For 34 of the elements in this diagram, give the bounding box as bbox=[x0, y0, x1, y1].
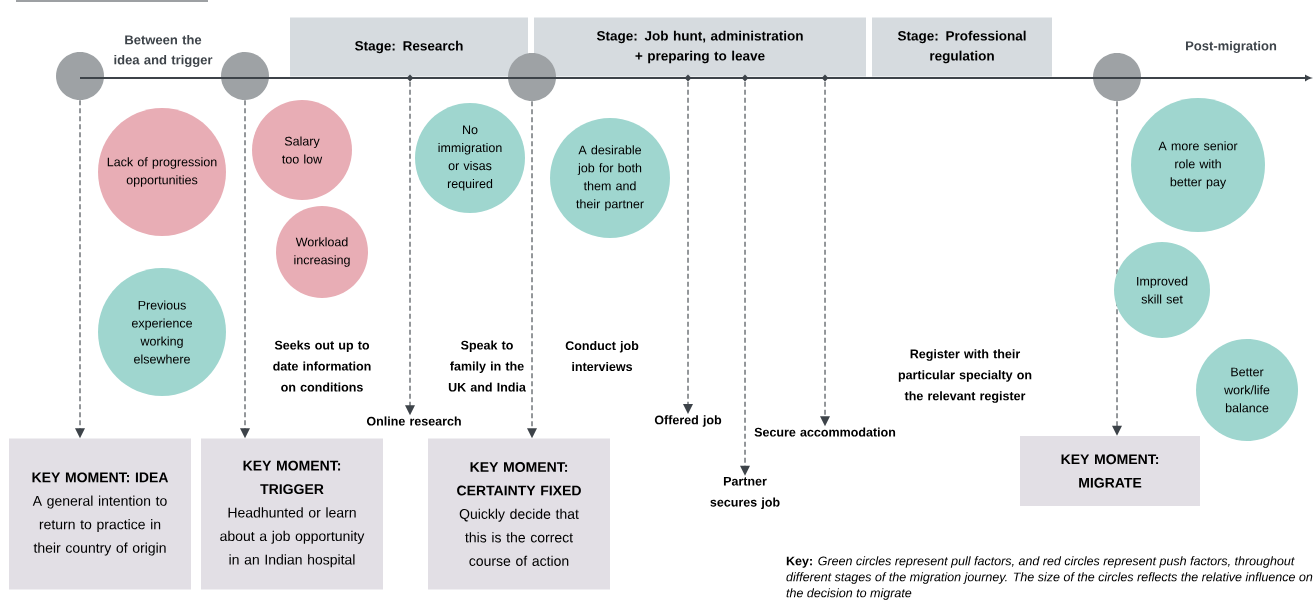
timeline-point bbox=[684, 74, 692, 82]
key-moment-box: KEY MOMENT: CERTAINTY FIXED Quickly decide that this is the correct course of action bbox=[428, 438, 610, 590]
dashed-arrow bbox=[740, 81, 750, 476]
stage-band: Stage: Professional regulation bbox=[872, 17, 1052, 77]
key-moment-box: KEY MOMENT: IDEA A general intention to return to practice in their country of origin bbox=[9, 438, 191, 590]
dashed-arrow bbox=[1112, 100, 1122, 436]
timeline-point bbox=[406, 74, 414, 82]
step-text: Speak to family in the UK and India bbox=[448, 340, 526, 392]
timeline-marker bbox=[56, 52, 104, 100]
step-text: Offered job bbox=[654, 415, 722, 427]
dashed-arrow bbox=[683, 81, 693, 414]
step-text: Seeks out up to date information on conditions bbox=[273, 340, 371, 392]
timeline-point bbox=[741, 74, 749, 82]
stage-band: Stage: Research bbox=[290, 17, 528, 77]
dashed-arrow bbox=[820, 81, 830, 427]
dashed-arrow bbox=[405, 81, 415, 416]
key-note: Key: Green circles represent pull factors, and red circles represent push factors, throughout different stages of the migration journey. The size of the circles reflects the relative influence on the decision to migrate bbox=[786, 556, 1313, 600]
key-moment-box: KEY MOMENT: TRIGGER Headhunted or learn about a job opportunity in an Indian hospital bbox=[201, 438, 383, 590]
dashed-arrow bbox=[240, 99, 250, 439]
step-text: Conduct job interviews bbox=[565, 340, 639, 372]
dashed-arrow bbox=[527, 100, 537, 439]
stage-band: Stage: Job hunt, administration + preparing to leave bbox=[534, 17, 866, 77]
step-text: Partner secures job bbox=[710, 476, 780, 510]
step-text: Online research bbox=[366, 416, 461, 426]
timeline-point bbox=[821, 74, 829, 82]
timeline-marker bbox=[221, 52, 269, 100]
timeline-marker bbox=[1093, 53, 1141, 101]
step-text: Register with their particular specialty on the relevant register bbox=[898, 349, 1032, 403]
step-text: Secure accommodation bbox=[754, 427, 896, 437]
timeline-marker bbox=[508, 53, 556, 101]
phase-heading: Between the idea and trigger bbox=[114, 34, 213, 68]
phase-heading: Post-migration bbox=[1186, 40, 1277, 54]
dashed-arrow bbox=[75, 99, 85, 439]
key-moment-box: KEY MOMENT: MIGRATE bbox=[1020, 436, 1200, 506]
